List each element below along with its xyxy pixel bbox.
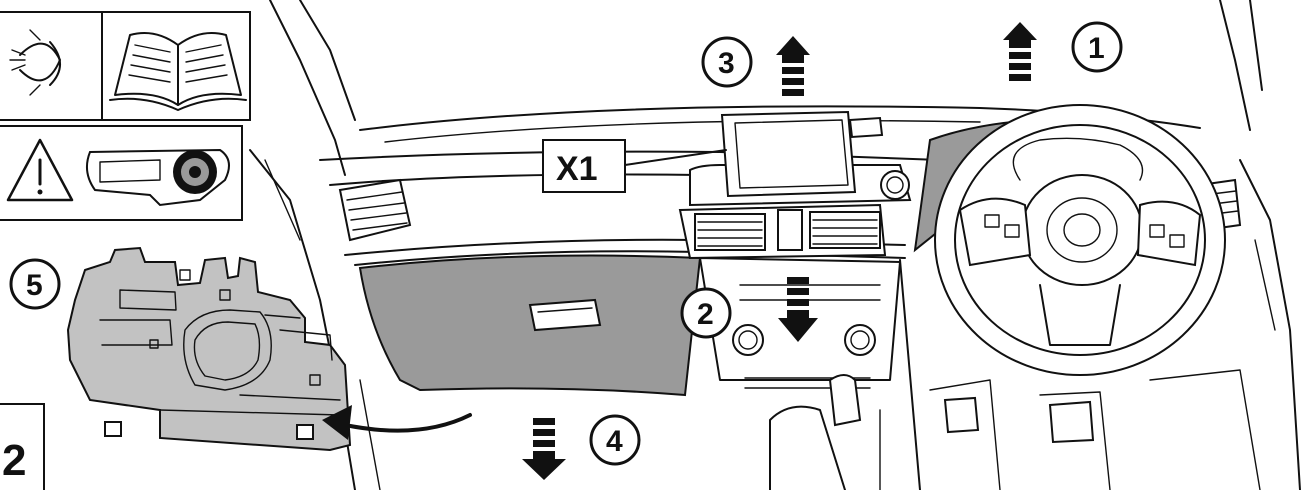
page-number: 2 [2,436,26,485]
step-3-marker: 3 [701,36,810,96]
warning-icon [6,138,74,202]
callout-x1-label: X1 [556,150,598,188]
step-5-label: 5 [26,269,43,302]
step-4-label: 4 [606,425,623,458]
eye-icon [9,29,61,96]
info-icon-panel [0,11,251,221]
step-3-label: 3 [718,47,735,80]
step-1-marker: 1 [1003,21,1123,81]
page-number-box: 2 [0,403,45,490]
airbag-dashboard-icon [85,148,230,207]
step-2-label: 2 [697,298,714,331]
removal-arrow [322,405,472,440]
step-1-label: 1 [1088,32,1105,65]
car-interior [249,0,1301,490]
removed-panel [66,246,352,452]
step-4-marker: 4 [522,414,641,480]
manual-book-icon [109,32,247,111]
step-2-marker: 2 [680,277,818,342]
callout-x1: X1 [542,139,626,193]
display-screen [720,110,857,198]
step-5-marker: 5 [9,258,61,310]
glovebox [358,254,702,397]
steering-wheel [934,104,1226,376]
